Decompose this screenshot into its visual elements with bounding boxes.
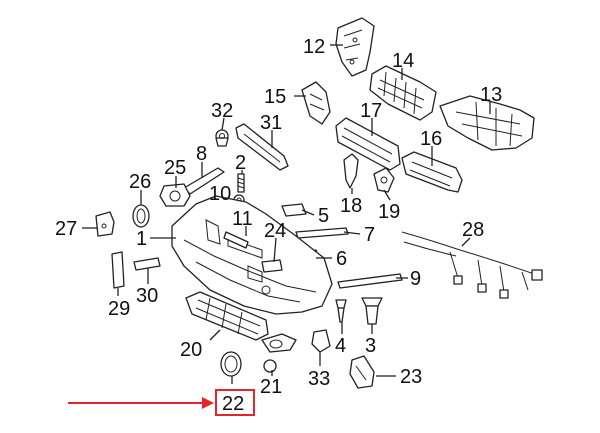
callout-29: 29 [108, 298, 130, 320]
part-9-molding [337, 273, 403, 289]
callout-14: 14 [392, 50, 414, 72]
callout-21: 21 [260, 376, 282, 398]
part-22-ring [220, 351, 242, 377]
highlight-box [215, 389, 255, 416]
highlighted-callout-22: 22 [68, 389, 255, 416]
part-5-bracket [281, 203, 307, 217]
callout-17: 17 [360, 100, 382, 122]
part-21-grommet [263, 359, 277, 373]
callout-7: 7 [364, 224, 375, 246]
part-11-trim [223, 231, 249, 249]
part-16-bracket [401, 151, 463, 193]
part-20-lower-grille [185, 291, 269, 341]
callout-labels: 12 14 13 15 17 16 32 31 8 2 10 25 26 27 … [55, 36, 502, 398]
part-3-push-clip [361, 297, 383, 325]
part-18-clip [343, 153, 359, 189]
callout-8: 8 [196, 143, 207, 165]
part-7-trim [295, 227, 349, 239]
part-17-reinforcement [335, 117, 401, 171]
callout-2: 2 [235, 152, 246, 174]
part-24-bracket [261, 259, 283, 273]
callout-33: 33 [308, 368, 330, 390]
part-13-shield [439, 95, 535, 151]
part-1-bumper-cover [171, 195, 333, 315]
part-28-wiring-harness [401, 231, 543, 299]
part-19-clip [373, 167, 395, 193]
callout-30: 30 [136, 285, 158, 307]
part-32-bolt [215, 129, 229, 147]
part-15-bracket [301, 81, 331, 125]
callout-15: 15 [264, 86, 286, 108]
callout-5: 5 [318, 205, 329, 227]
part-26-ring [132, 204, 150, 228]
part-29-bracket [111, 251, 125, 289]
part-14-absorber [369, 65, 437, 121]
part-23-bracket [349, 355, 375, 389]
callout-1: 1 [136, 228, 147, 250]
part-fog-bezel [261, 333, 297, 353]
callout-18: 18 [340, 195, 362, 217]
part-4-fastener [335, 299, 347, 323]
callout-9: 9 [410, 268, 421, 290]
part-12-bracket [335, 17, 375, 77]
callout-10: 10 [209, 183, 231, 205]
leader-lines [82, 44, 491, 384]
callout-19: 19 [378, 201, 400, 223]
callout-12: 12 [303, 36, 325, 58]
callout-4: 4 [335, 335, 346, 357]
part-25-sensor [159, 183, 191, 207]
callout-16: 16 [420, 128, 442, 150]
part-27-bracket [95, 211, 115, 237]
callout-26: 26 [129, 171, 151, 193]
callout-20: 20 [180, 339, 202, 361]
part-2-screw [237, 173, 245, 193]
callout-24: 24 [264, 220, 286, 242]
callout-6: 6 [336, 248, 347, 270]
callout-13: 13 [480, 84, 502, 106]
part-33-clip [311, 329, 331, 353]
callout-31: 31 [260, 112, 282, 134]
callout-25: 25 [164, 157, 186, 179]
part-30-clip [133, 257, 161, 271]
part-31-license-bracket [235, 123, 289, 171]
highlight-arrow-head [202, 397, 214, 409]
callout-22: 22 [222, 393, 244, 415]
callout-27: 27 [55, 218, 77, 240]
callout-11: 11 [232, 208, 253, 230]
callout-28: 28 [462, 219, 484, 241]
callout-3: 3 [365, 335, 376, 357]
callout-32: 32 [211, 100, 233, 122]
callout-23: 23 [400, 366, 422, 388]
